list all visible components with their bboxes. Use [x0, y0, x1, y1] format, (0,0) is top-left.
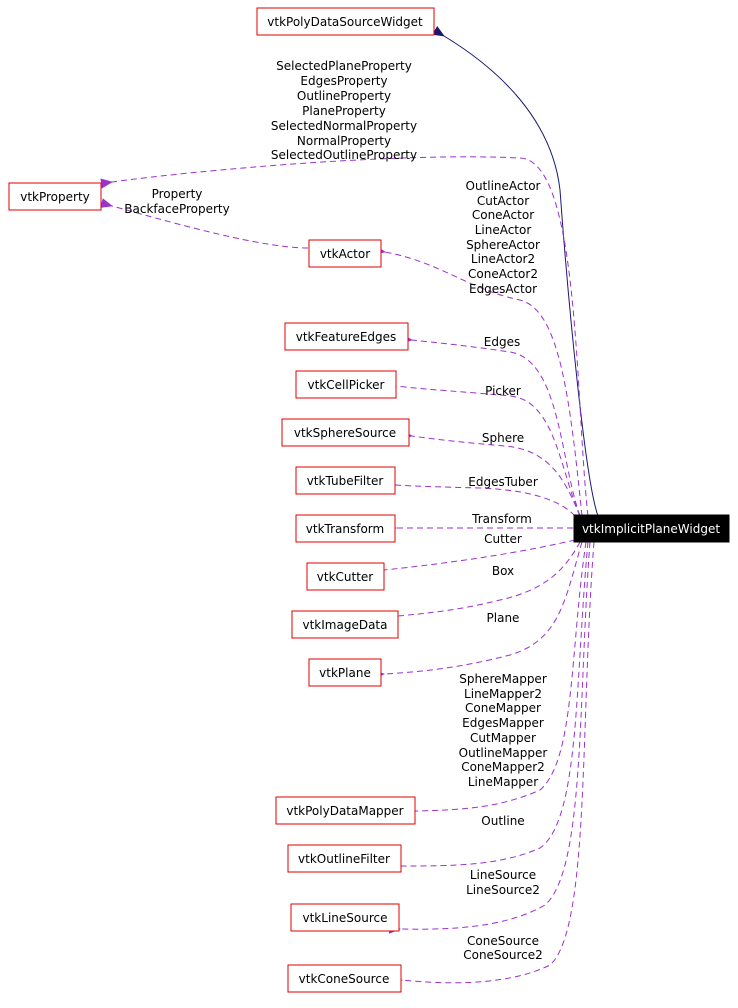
- edge-widget-actor: [373, 245, 583, 517]
- edge-widget-property: [100, 156, 589, 517]
- node-label: vtkConeSource: [299, 972, 390, 986]
- node-vtkproperty[interactable]: vtkProperty: [8, 182, 102, 211]
- node-label: vtkOutlineFilter: [298, 852, 390, 866]
- edge-label: EdgesTuber: [468, 475, 538, 489]
- edge-label: NormalProperty: [297, 134, 391, 148]
- edge-label: SelectedNormalProperty: [271, 119, 417, 133]
- edge-widget-cutter: [372, 539, 576, 577]
- edge-label: CutMapper: [470, 731, 536, 745]
- edge-label: Sphere: [482, 431, 524, 445]
- node-label: vtkImplicitPlaneWidget: [582, 522, 720, 536]
- nodes: vtkPolyDataSourceWidget vtkProperty vtkA…: [8, 7, 730, 993]
- node-label: vtkActor: [320, 247, 370, 261]
- node-vtkfeatureedges[interactable]: vtkFeatureEdges: [284, 322, 409, 351]
- edge-label: OutlineMapper: [459, 746, 548, 760]
- node-label: vtkProperty: [20, 190, 90, 204]
- edge-widget-linesource: [388, 541, 591, 934]
- edge-label: Property: [152, 187, 203, 201]
- node-vtkplane[interactable]: vtkPlane: [308, 658, 382, 687]
- edge-label: LineMapper2: [464, 687, 542, 701]
- node-vtklinesource[interactable]: vtkLineSource: [290, 903, 400, 932]
- edge-label: LineActor: [475, 223, 532, 237]
- edge-label: Picker: [485, 384, 521, 398]
- node-label: vtkPolyDataSourceWidget: [267, 15, 423, 29]
- node-label: vtkImageData: [303, 618, 388, 632]
- node-label: vtkTransform: [306, 522, 384, 536]
- edge-labels: SelectedPlaneProperty EdgesProperty Outl…: [124, 59, 547, 962]
- node-vtkcutter[interactable]: vtkCutter: [306, 562, 385, 591]
- node-vtkpolydatasourcewidget[interactable]: vtkPolyDataSourceWidget: [256, 7, 435, 36]
- edge-label: Box: [492, 564, 514, 578]
- edge-label: PlaneProperty: [302, 104, 386, 118]
- edge-label: ConeActor2: [468, 267, 538, 281]
- node-vtkspheresource[interactable]: vtkSphereSource: [281, 418, 410, 447]
- edge-label: CutActor: [477, 194, 529, 208]
- edge-widget-imagedata: [386, 541, 581, 623]
- node-vtkconesource[interactable]: vtkConeSource: [287, 964, 402, 993]
- edge-label: ConeMapper: [465, 701, 541, 715]
- node-vtkcellpicker[interactable]: vtkCellPicker: [295, 370, 397, 399]
- node-label: vtkCutter: [317, 570, 374, 584]
- edge-label: EdgesActor: [469, 282, 537, 296]
- edge-label: OutlineProperty: [297, 89, 391, 103]
- edge-widget-conesource: [390, 541, 595, 984]
- edge-widget-featureedges: [400, 333, 581, 517]
- node-vtkpolydatamapper[interactable]: vtkPolyDataMapper: [275, 796, 416, 825]
- edge-label: Plane: [487, 611, 520, 625]
- edge-widget-tubefilter: [384, 479, 576, 517]
- edge-label: ConeActor: [472, 208, 534, 222]
- edge-label: ConeMapper2: [461, 760, 545, 774]
- edge-label: LineMapper: [468, 775, 538, 789]
- edge-label: SphereActor: [466, 238, 540, 252]
- edge-widget-outlinefilter: [390, 541, 589, 872]
- edge-label: EdgesMapper: [462, 716, 544, 730]
- node-vtkoutlinefilter[interactable]: vtkOutlineFilter: [287, 844, 402, 873]
- edge-label: LineActor2: [471, 252, 535, 266]
- node-label: vtkPolyDataMapper: [286, 804, 403, 818]
- edge-label: BackfaceProperty: [124, 202, 229, 216]
- edge-label: SelectedPlaneProperty: [276, 59, 412, 73]
- edge-label: Transform: [471, 512, 532, 526]
- node-vtktubefilter[interactable]: vtkTubeFilter: [295, 466, 396, 495]
- node-label: vtkPlane: [319, 666, 371, 680]
- node-vtkimagedata[interactable]: vtkImageData: [291, 610, 399, 639]
- edge-widget-plane: [372, 541, 583, 680]
- node-label: vtkSphereSource: [294, 426, 396, 440]
- edge-label: Edges: [484, 335, 520, 349]
- edge-label: LineSource2: [466, 883, 540, 897]
- edge-inherits-polydatasourcewidget: [432, 26, 599, 517]
- edge-label: Cutter: [484, 532, 522, 546]
- edge-label: Outline: [481, 814, 524, 828]
- node-label: vtkTubeFilter: [307, 474, 384, 488]
- edge-label: SphereMapper: [459, 672, 547, 686]
- edge-label: EdgesProperty: [300, 74, 387, 88]
- node-vtkimplicitplanewidget[interactable]: vtkImplicitPlaneWidget: [573, 514, 730, 543]
- edge-label: SelectedOutlineProperty: [271, 148, 417, 162]
- node-vtktransform[interactable]: vtkTransform: [295, 514, 396, 543]
- edge-label: OutlineActor: [466, 179, 541, 193]
- node-vtkactor[interactable]: vtkActor: [308, 239, 382, 268]
- edge-widget-cellpicker: [384, 379, 581, 517]
- edge-actor-property: [100, 198, 309, 249]
- edge-widget-polydatamapper: [404, 541, 587, 817]
- node-label: vtkFeatureEdges: [296, 330, 397, 344]
- node-label: vtkCellPicker: [308, 378, 385, 392]
- edge-label: ConeSource2: [463, 948, 543, 962]
- edge-label: LineSource: [470, 868, 536, 882]
- edges: [100, 26, 599, 984]
- edge-label: ConeSource: [467, 934, 539, 948]
- edge-widget-spheresource: [400, 429, 581, 517]
- node-label: vtkLineSource: [303, 911, 388, 925]
